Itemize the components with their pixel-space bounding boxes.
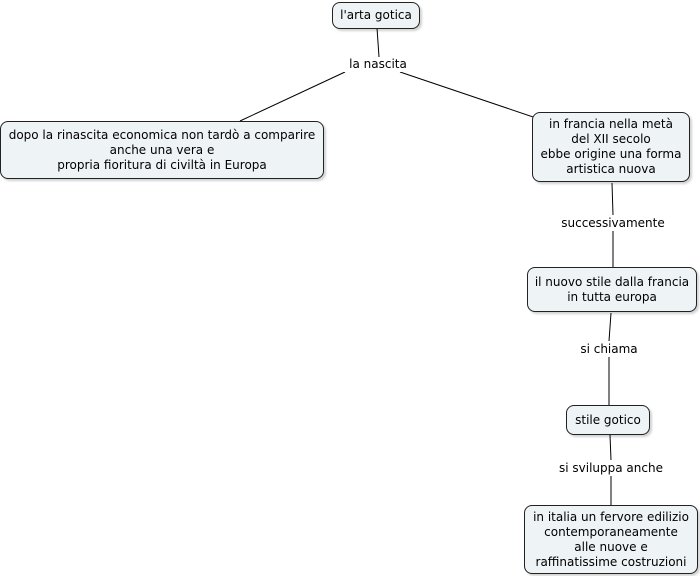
connector-label-to-left — [239, 71, 346, 122]
link-label-then: successivamente — [558, 216, 668, 231]
link-label-birth: la nascita — [344, 57, 412, 72]
italy-node-line-2: contemporaneamente — [544, 524, 678, 539]
left-node-line-2: anche una vera e — [109, 142, 215, 157]
spread-node-line-2: in tutta europa — [567, 289, 657, 304]
root-node-text: l'arta gotica — [340, 8, 412, 22]
spread-node[interactable]: il nuovo stile dalla francia in tutta eu… — [527, 267, 697, 312]
italy-node-line-4: raffinatissime costruzioni — [535, 554, 687, 569]
link-label-develops: si sviluppa anche — [553, 461, 669, 476]
italy-node-line-1: in italia un fervore edilizio — [533, 509, 689, 524]
link-label-called: si chiama — [574, 342, 644, 357]
connector-root-to-label — [376, 27, 380, 58]
spread-node-line-1: il nuovo stile dalla francia — [534, 274, 690, 289]
root-node[interactable]: l'arta gotica — [332, 2, 420, 29]
right-node-line-4: artistica nuova — [566, 162, 656, 176]
connector-style-to-develops — [609, 434, 612, 461]
connector-label-to-right — [399, 71, 546, 122]
right-node[interactable]: in francia nella metà del XII secolo ebb… — [532, 112, 690, 182]
left-node-line-1: dopo la rinascita economica non tardò a … — [8, 127, 316, 142]
connector-right-to-then — [611, 182, 614, 216]
left-node[interactable]: dopo la rinascita economica non tardò a … — [0, 121, 324, 179]
italy-node[interactable]: in italia un fervore edilizio contempora… — [524, 505, 698, 574]
right-node-line-1: in francia nella metà — [549, 117, 673, 131]
right-node-line-2: del XII secolo — [571, 132, 651, 146]
left-node-line-3: propria fioritura di civiltà in Europa — [57, 157, 267, 172]
style-node-text: stile gotico — [575, 412, 641, 427]
connector-spread-to-called — [608, 312, 612, 342]
italy-node-line-3: alle nuove e — [574, 539, 648, 554]
style-node[interactable]: stile gotico — [566, 405, 650, 435]
right-node-line-3: ebbe origine una forma — [540, 147, 682, 161]
